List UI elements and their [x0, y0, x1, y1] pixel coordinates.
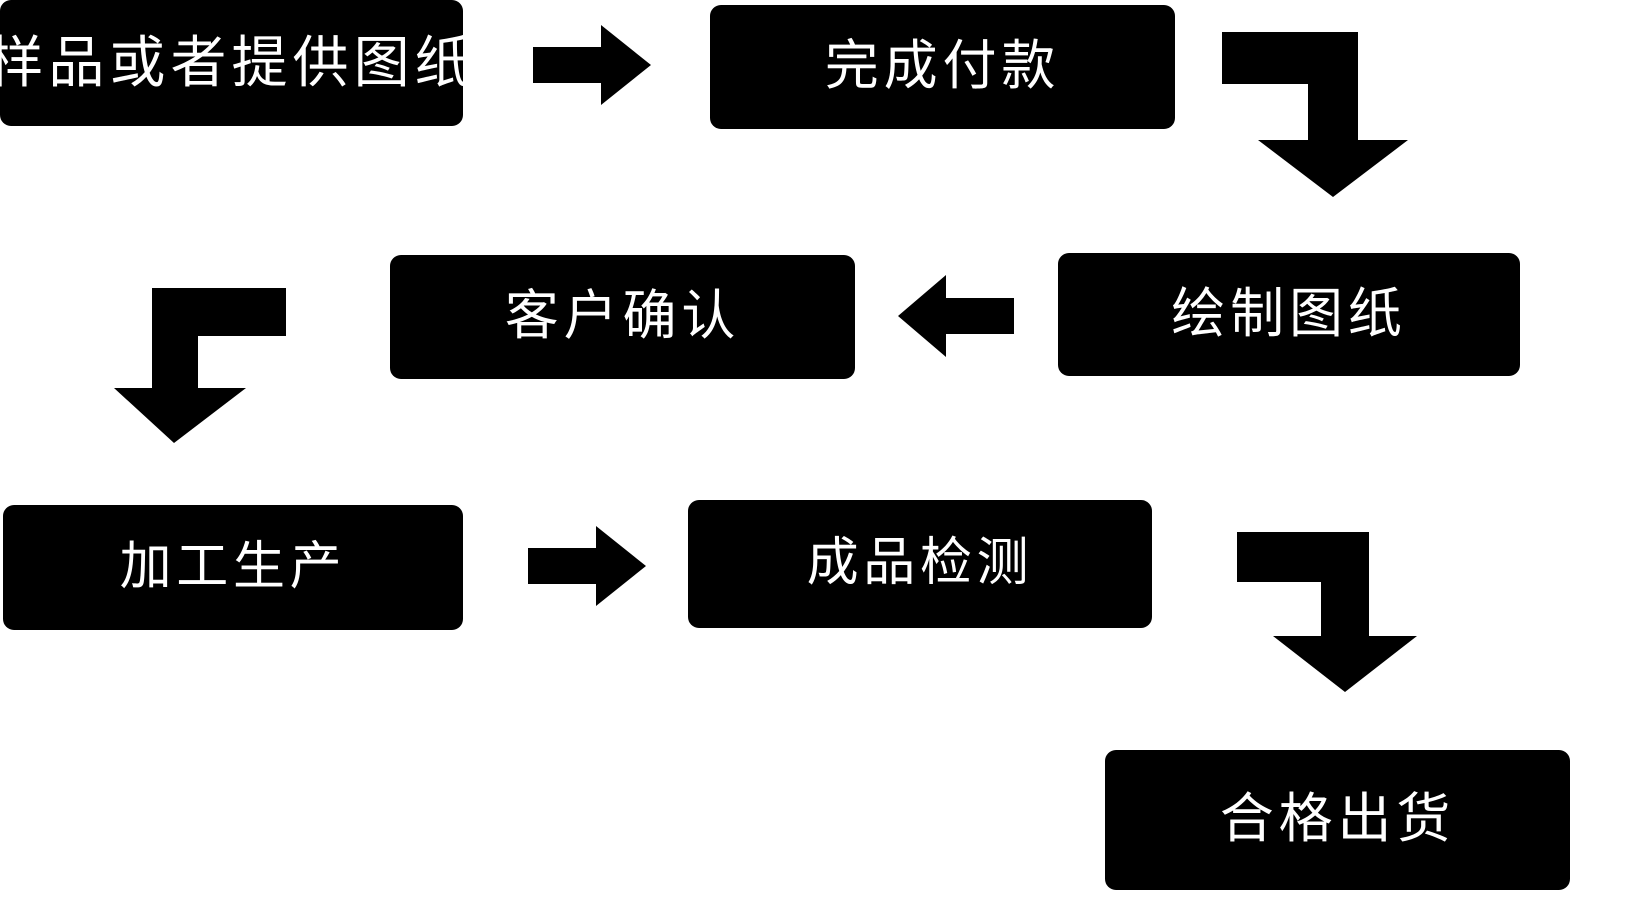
flow-node-produce-label: 加工生产 [119, 537, 347, 596]
flow-node-drawing-label: 绘制图纸 [1171, 283, 1407, 344]
flow-node-confirm[interactable]: 客户确认 [390, 255, 855, 379]
flow-node-ship-label: 合格出货 [1219, 789, 1456, 850]
connector-payment-to-drawing [1222, 32, 1408, 197]
connector-confirm-to-produce [114, 288, 286, 443]
flow-node-payment[interactable]: 完成付款 [710, 5, 1175, 129]
flow-node-confirm-label: 客户确认 [504, 286, 741, 347]
flow-node-produce[interactable]: 加工生产 [3, 505, 463, 630]
arrow-elbow-left-down-icon [114, 288, 286, 443]
flow-node-payment-label: 完成付款 [824, 36, 1061, 97]
connector-produce-to-inspect [528, 526, 646, 606]
flow-node-sample-label: 样品或者提供图纸 [0, 31, 476, 95]
arrow-right-icon [528, 526, 646, 606]
connector-drawing-to-confirm [898, 275, 1014, 357]
flow-node-ship[interactable]: 合格出货 [1105, 750, 1570, 890]
arrow-right-icon [533, 25, 651, 105]
flow-node-sample[interactable]: 样品或者提供图纸 [0, 0, 471, 126]
flow-node-inspect[interactable]: 成品检测 [688, 500, 1152, 628]
connector-inspect-to-ship [1237, 532, 1417, 692]
flow-node-drawing[interactable]: 绘制图纸 [1058, 253, 1520, 376]
arrow-left-icon [898, 275, 1014, 357]
arrow-elbow-right-down-icon [1222, 32, 1408, 197]
arrow-elbow-right-down-icon [1237, 532, 1417, 692]
connector-sample-to-payment [533, 25, 651, 105]
flow-node-inspect-label: 成品检测 [806, 534, 1034, 593]
